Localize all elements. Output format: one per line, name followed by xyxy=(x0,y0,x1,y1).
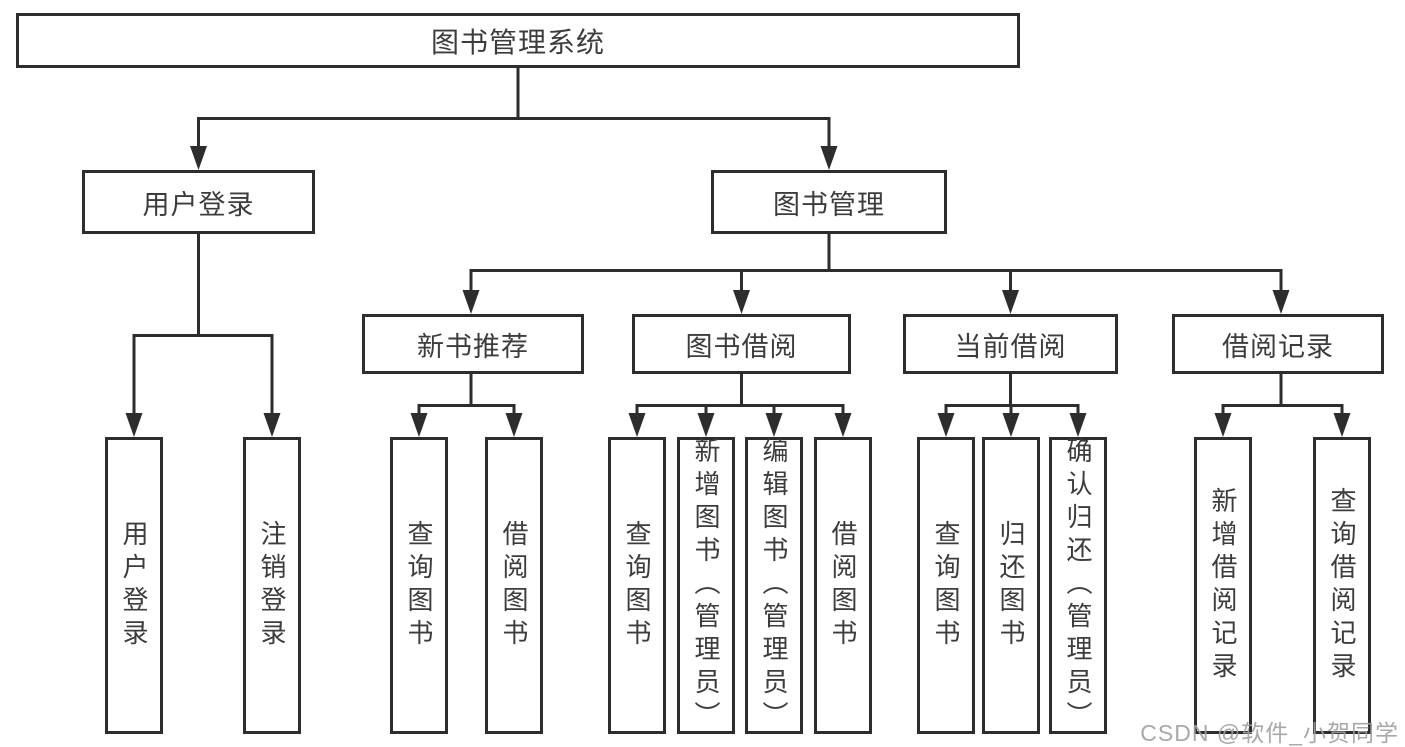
node-label: 当前借阅 xyxy=(954,331,1067,362)
node-user-login: 用户登录 xyxy=(82,170,315,234)
node-label: 图书借阅 xyxy=(685,331,798,362)
connector-user-login-to-leaves xyxy=(132,234,274,417)
leaf-query-books-current: 查询图书 xyxy=(917,437,975,734)
csdn-watermark: CSDN @软件_小贺同学 xyxy=(1140,720,1399,746)
node-label: 借阅记录 xyxy=(1222,331,1334,362)
leaf-add-borrow-record: 新增借阅记录 xyxy=(1194,437,1252,734)
connector-book-borrow-to-leaves xyxy=(635,374,845,417)
node-book-borrowing: 图书借阅 xyxy=(632,314,851,374)
leaf-label: 用户登录 xyxy=(119,519,149,652)
leaf-label: 借阅图书 xyxy=(828,519,858,652)
node-label: 用户登录 xyxy=(142,189,255,220)
node-new-book-recommendation: 新书推荐 xyxy=(362,314,584,374)
leaf-query-books-newrec: 查询图书 xyxy=(390,437,448,734)
leaf-label: 借阅图书 xyxy=(499,519,529,652)
leaf-return-books: 归还图书 xyxy=(982,437,1040,734)
connector-current-borrow-to-leaves xyxy=(944,374,1080,417)
leaf-query-books-borrow: 查询图书 xyxy=(608,437,666,734)
leaf-add-books-admin: 新增图书（管理员） xyxy=(677,437,735,734)
leaf-label: 查询图书 xyxy=(931,519,961,652)
leaf-borrow-books: 借阅图书 xyxy=(814,437,872,734)
arrowhead-icons xyxy=(125,146,1351,437)
leaf-label: 确认归还（管理员） xyxy=(1063,437,1093,734)
leaf-label: 查询图书 xyxy=(404,519,434,652)
node-current-borrowing: 当前借阅 xyxy=(903,314,1118,374)
leaf-borrow-books-newrec: 借阅图书 xyxy=(485,437,543,734)
node-label: 图书管理 xyxy=(773,189,885,220)
node-borrowing-records: 借阅记录 xyxy=(1172,314,1384,374)
leaf-label: 注销登录 xyxy=(257,519,287,652)
leaf-query-borrow-record: 查询借阅记录 xyxy=(1313,437,1371,734)
connector-borrow-records-to-leaves xyxy=(1221,374,1344,417)
leaf-label: 新增图书（管理员） xyxy=(691,437,721,734)
leaf-label: 查询图书 xyxy=(622,519,652,652)
connector-root-to-level2 xyxy=(197,68,831,150)
leaf-logout: 注销登录 xyxy=(243,437,301,734)
leaf-confirm-return-admin: 确认归还（管理员） xyxy=(1049,437,1107,734)
leaf-user-login: 用户登录 xyxy=(105,437,163,734)
leaf-label: 编辑图书（管理员） xyxy=(759,437,789,734)
leaf-label: 归还图书 xyxy=(996,519,1026,652)
leaf-label: 新增借阅记录 xyxy=(1208,486,1238,685)
connector-new-book-to-leaves xyxy=(417,374,516,417)
node-label: 图书管理系统 xyxy=(430,26,605,58)
leaf-label: 查询借阅记录 xyxy=(1327,486,1357,685)
node-label: 新书推荐 xyxy=(417,331,529,362)
node-library-management-system: 图书管理系统 xyxy=(16,13,1020,68)
node-book-management: 图书管理 xyxy=(711,170,947,234)
leaf-edit-books-admin: 编辑图书（管理员） xyxy=(745,437,803,734)
connector-book-management-to-level3 xyxy=(469,234,1283,294)
